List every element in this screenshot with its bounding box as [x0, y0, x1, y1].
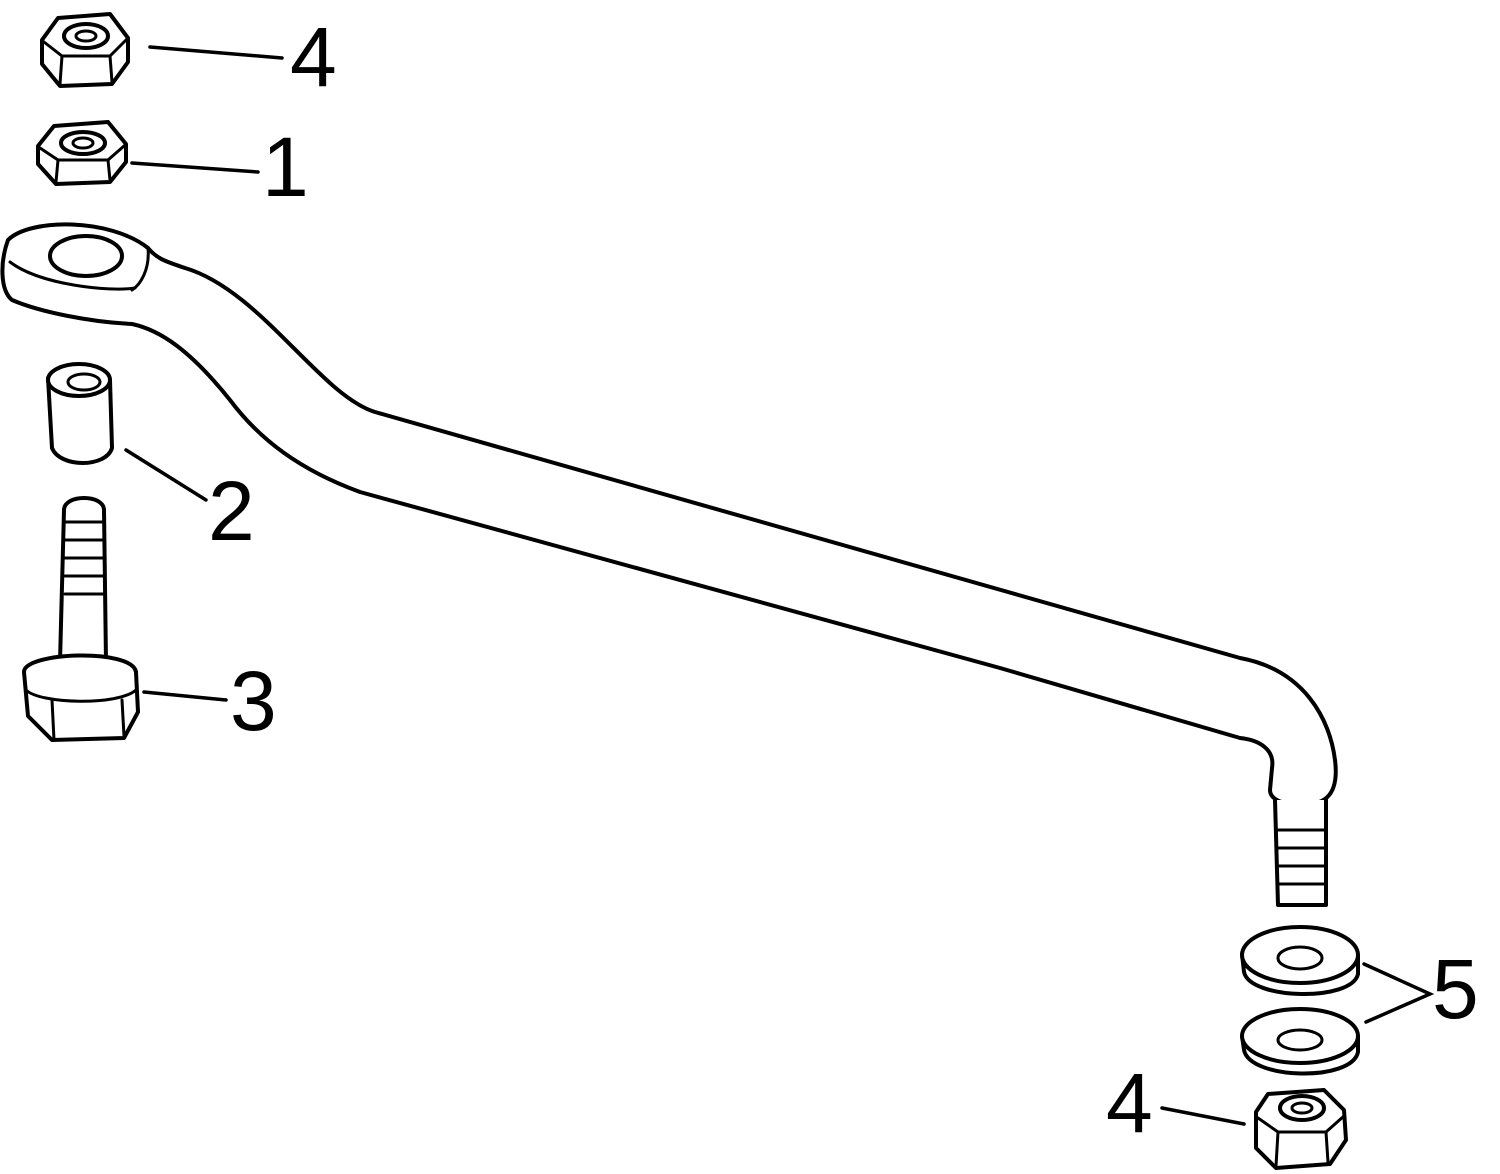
spacer	[46, 362, 114, 465]
locknut-top	[40, 12, 130, 88]
callout-washers: 5	[1432, 942, 1479, 1036]
hex-nut	[36, 120, 128, 186]
callout-spacer: 2	[208, 464, 255, 558]
washer-lower	[1240, 1007, 1360, 1076]
flange-bolt	[22, 496, 140, 742]
leader-bolt	[142, 690, 228, 702]
callout-hex-nut: 1	[262, 120, 309, 214]
leader-spacer	[124, 448, 208, 502]
callout-bolt: 3	[230, 654, 277, 748]
leader-nut-bottom	[1160, 1106, 1246, 1126]
leader-nut-top	[148, 45, 284, 60]
locknut-bottom	[1254, 1088, 1348, 1170]
leader-washers	[1362, 962, 1435, 1024]
tie-bar	[0, 222, 1338, 907]
callout-nut-top: 4	[290, 10, 337, 104]
leader-hex-nut	[130, 161, 260, 174]
callout-nut-bottom: 4	[1106, 1056, 1153, 1150]
washer-upper	[1240, 925, 1360, 996]
tie-bar-eye-hole	[48, 234, 124, 278]
